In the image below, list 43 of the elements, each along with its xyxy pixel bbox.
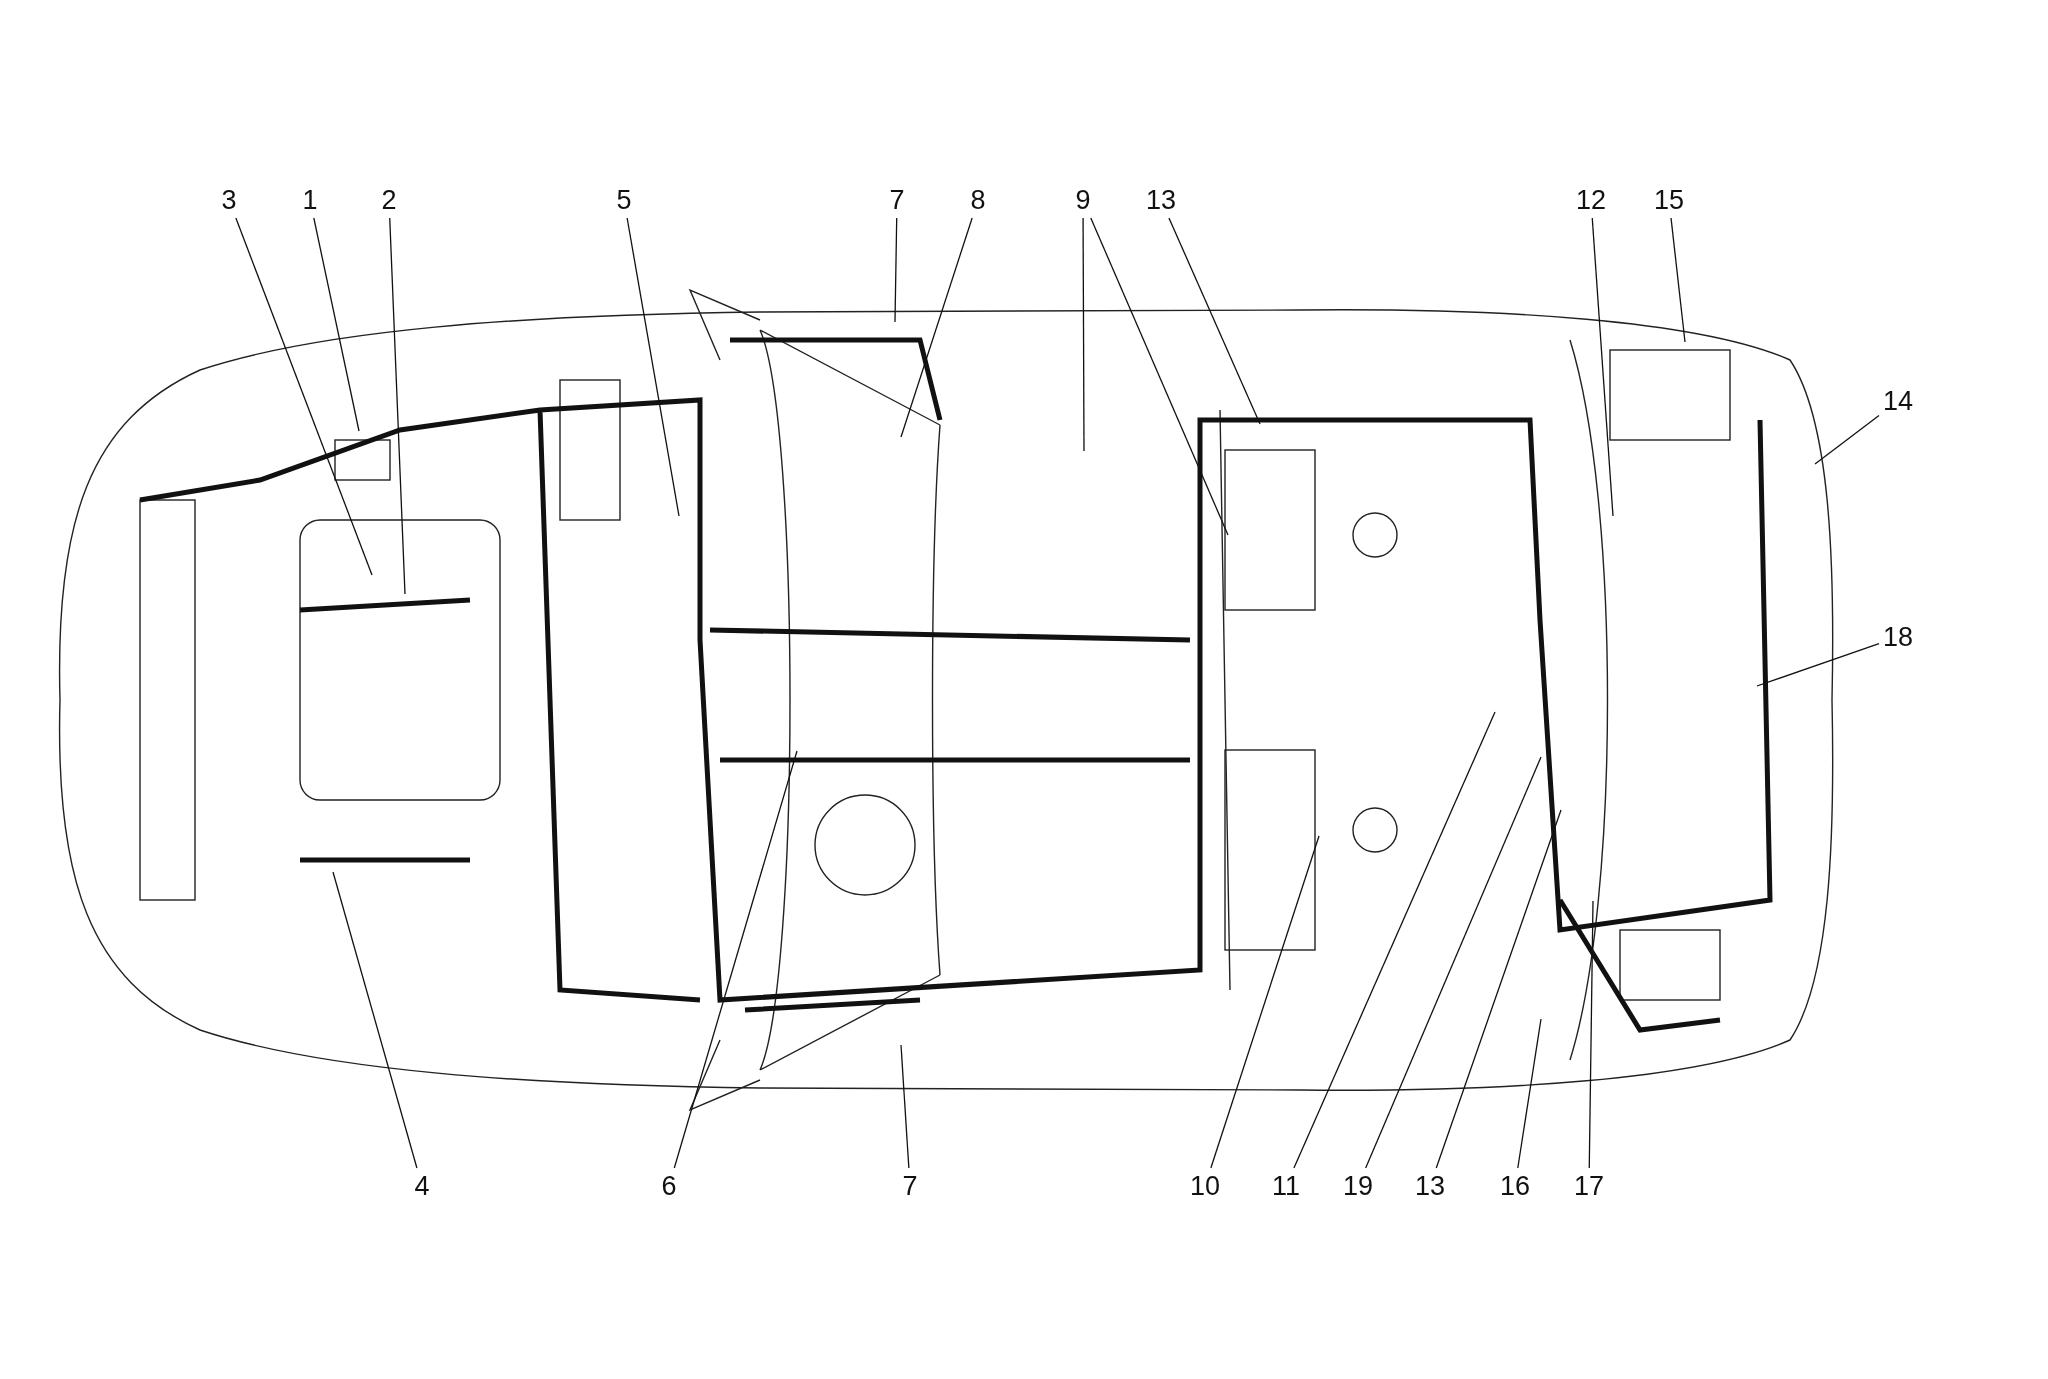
leader-line xyxy=(1210,835,1320,1169)
callout-number: 13 xyxy=(1146,184,1177,216)
callout-number: 14 xyxy=(1883,385,1914,417)
callout-number: 3 xyxy=(221,184,237,216)
callout-number: 16 xyxy=(1500,1170,1531,1202)
callout-number: 12 xyxy=(1576,184,1607,216)
leader-line xyxy=(1591,217,1614,517)
leader-line xyxy=(1670,217,1686,343)
callout-number: 9 xyxy=(1075,184,1091,216)
callout-number: 11 xyxy=(1272,1170,1301,1202)
leader-line xyxy=(1756,642,1880,687)
leader-line xyxy=(235,217,373,576)
leader-line xyxy=(1168,217,1261,425)
leader-line xyxy=(894,217,898,323)
leader-line xyxy=(1365,756,1542,1169)
leader-line xyxy=(1588,900,1594,1169)
leader-line xyxy=(389,217,406,595)
leader-line xyxy=(1082,217,1085,452)
leader-line xyxy=(313,217,360,432)
leader-line xyxy=(1814,414,1880,465)
callout-number: 7 xyxy=(902,1170,918,1202)
callout-number: 19 xyxy=(1343,1170,1374,1202)
callout-number: 7 xyxy=(889,184,905,216)
leader-line xyxy=(1293,711,1496,1169)
callout-number: 4 xyxy=(414,1170,430,1202)
callout-number: 13 xyxy=(1415,1170,1446,1202)
callout-number: 17 xyxy=(1574,1170,1605,1202)
callout-number: 1 xyxy=(302,184,318,216)
leader-line xyxy=(900,217,973,438)
callout-number: 6 xyxy=(661,1170,677,1202)
leader-line xyxy=(332,871,418,1169)
callout-number: 15 xyxy=(1654,184,1685,216)
leader-line xyxy=(1517,1018,1542,1169)
callout-number: 5 xyxy=(616,184,632,216)
callout-number: 10 xyxy=(1190,1170,1221,1202)
callout-number: 8 xyxy=(970,184,986,216)
leader-line xyxy=(1090,217,1229,536)
leader-line xyxy=(626,217,680,517)
callout-number: 18 xyxy=(1883,621,1914,653)
leader-line xyxy=(673,750,798,1169)
leader-line xyxy=(1435,809,1562,1169)
callout-number: 2 xyxy=(381,184,397,216)
leader-line xyxy=(900,1044,910,1169)
